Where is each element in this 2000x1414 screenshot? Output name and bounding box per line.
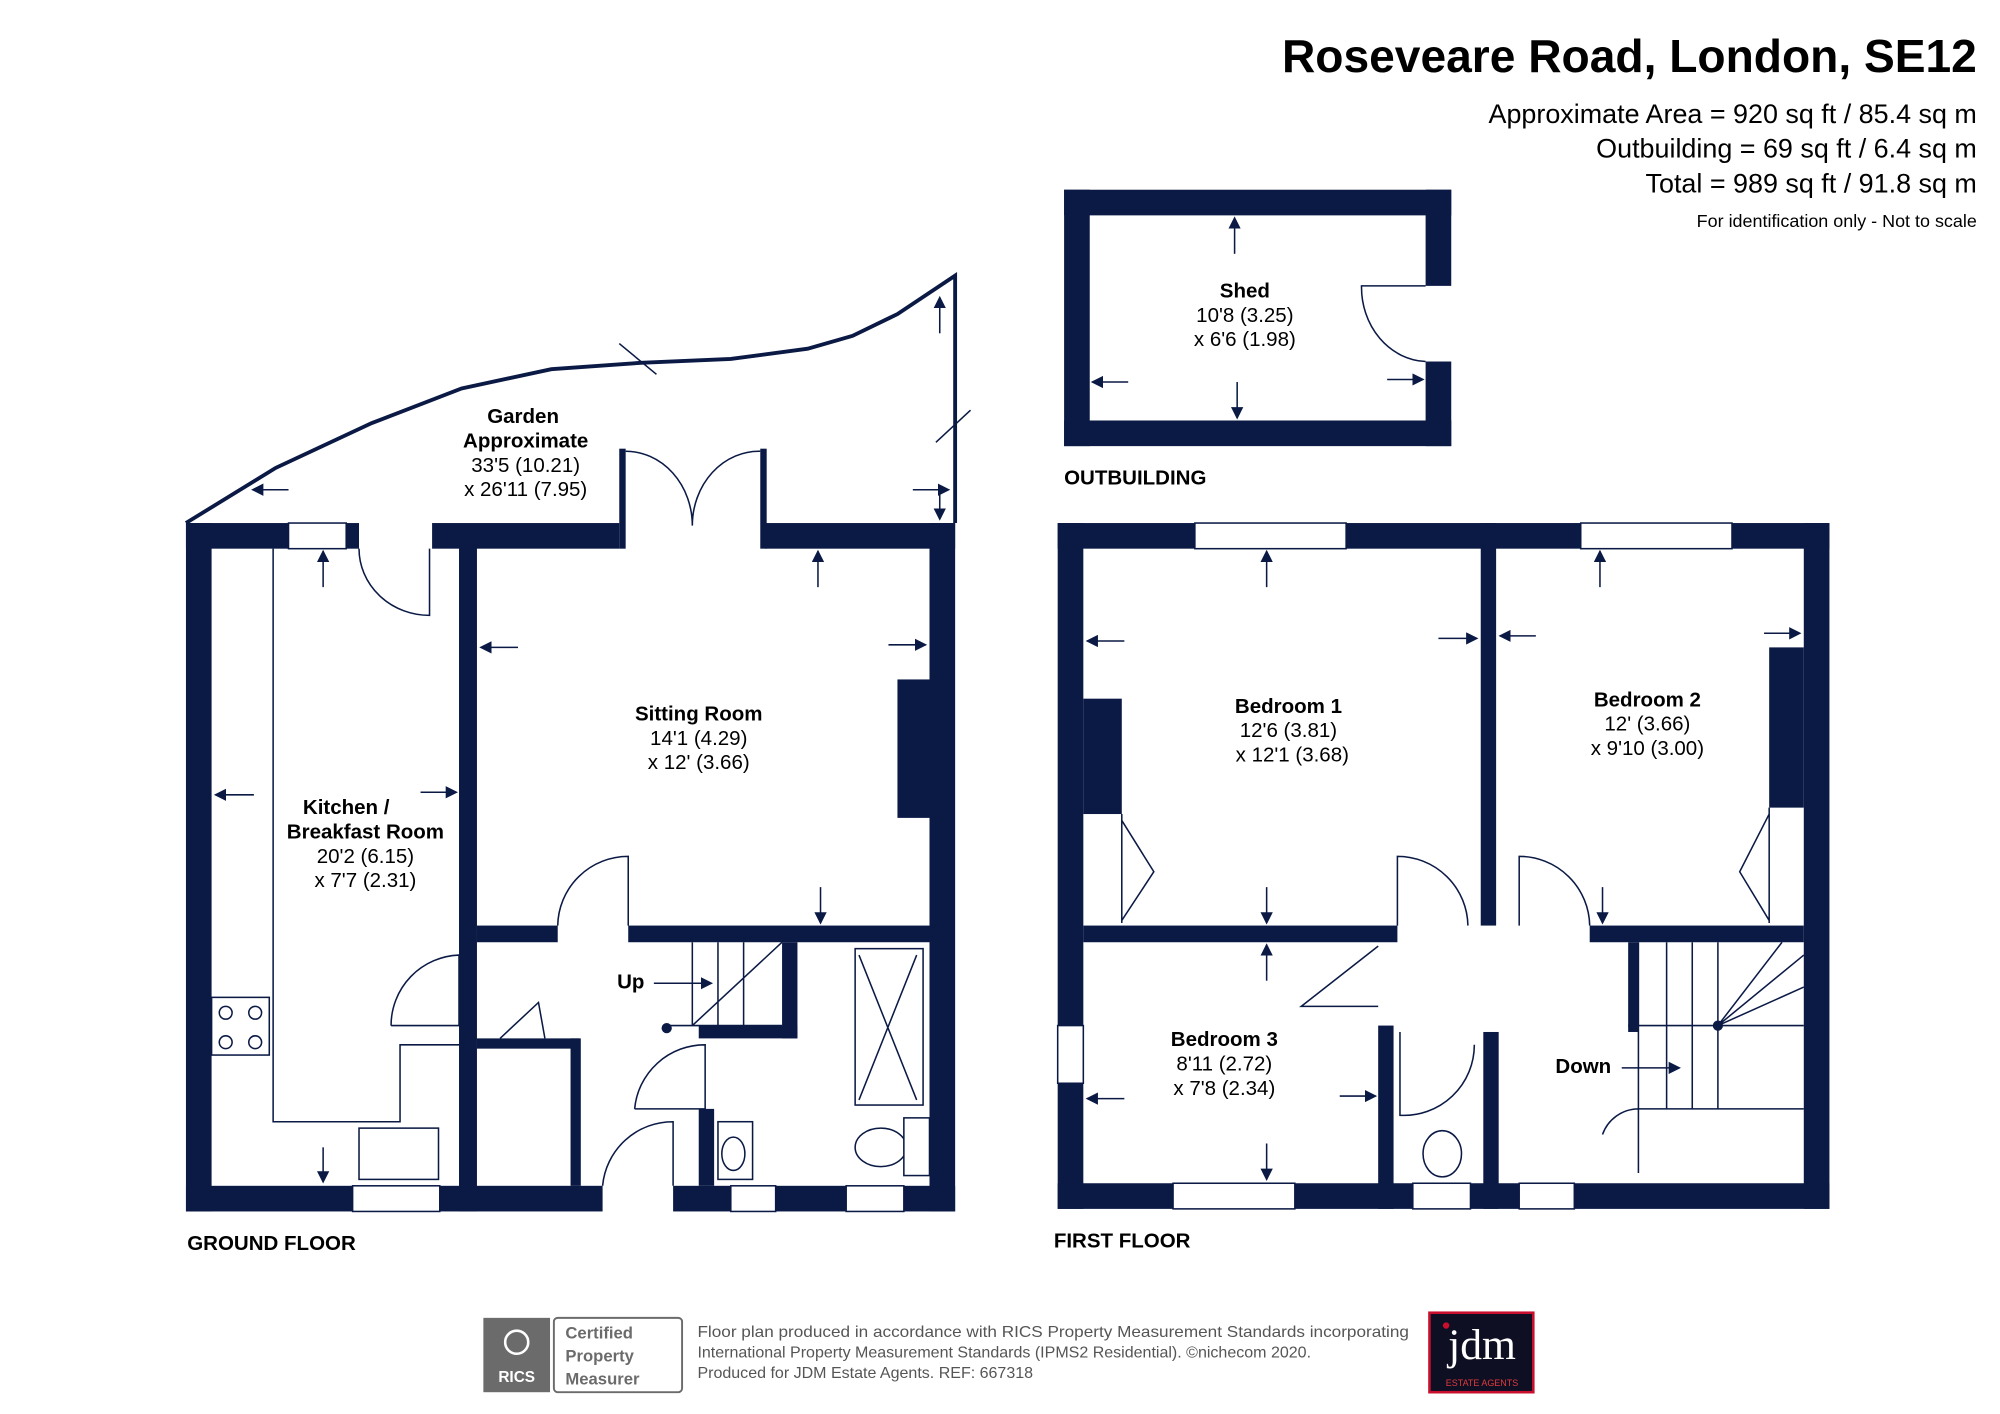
room-name: Sitting Room xyxy=(635,702,763,725)
room-label-bedroom-2: Bedroom 2 12' (3.66) x 9'10 (3.00) xyxy=(1591,688,1704,760)
room-dims: 12'6 (3.81) xyxy=(1240,719,1337,742)
disclaimer: For identification only - Not to scale xyxy=(1697,211,1977,231)
room-name: Breakfast Room xyxy=(287,820,444,843)
room-name: Shed xyxy=(1220,279,1270,302)
room-name: Kitchen / xyxy=(303,796,390,819)
room-dims: 14'1 (4.29) xyxy=(650,727,747,750)
room-dims: x 7'8 (2.34) xyxy=(1173,1077,1275,1100)
room-name: Bedroom 3 xyxy=(1171,1028,1278,1051)
svg-text:Measurer: Measurer xyxy=(565,1370,640,1389)
footer-line-1: Floor plan produced in accordance with R… xyxy=(697,1323,1408,1341)
first-floor-plan xyxy=(1056,522,1830,1210)
stairs-up-label: Up xyxy=(617,970,644,993)
area-approximate: Approximate Area = 920 sq ft / 85.4 sq m xyxy=(1489,99,1977,129)
room-label-kitchen: Kitchen / Breakfast Room 20'2 (6.15) x 7… xyxy=(287,796,444,892)
room-dims: 10'8 (3.25) xyxy=(1196,304,1293,327)
room-dims: 8'11 (2.72) xyxy=(1176,1052,1272,1075)
svg-text:Property: Property xyxy=(565,1346,634,1365)
room-dims: 33'5 (10.21) xyxy=(471,454,580,477)
room-dims: x 7'7 (2.31) xyxy=(314,869,416,892)
footer-line-2: International Property Measurement Stand… xyxy=(697,1344,1311,1362)
room-dims: x 12'1 (3.68) xyxy=(1236,743,1349,766)
area-outbuilding: Outbuilding = 69 sq ft / 6.4 sq m xyxy=(1596,134,1977,164)
room-label-bedroom-1: Bedroom 1 12'6 (3.81) x 12'1 (3.68) xyxy=(1235,695,1349,767)
room-name: Bedroom 1 xyxy=(1235,695,1342,718)
room-name: Garden xyxy=(487,405,559,428)
svg-text:jdm: jdm xyxy=(1446,1321,1516,1369)
ground-floor-plan xyxy=(184,272,972,1213)
room-label-shed: Shed 10'8 (3.25) x 6'6 (1.98) xyxy=(1194,279,1296,351)
svg-text:Certified: Certified xyxy=(565,1323,633,1342)
room-label-bedroom-3: Bedroom 3 8'11 (2.72) x 7'8 (2.34) xyxy=(1171,1028,1278,1100)
svg-text:ESTATE AGENTS: ESTATE AGENTS xyxy=(1446,1378,1518,1388)
room-dims: 12' (3.66) xyxy=(1604,713,1690,736)
property-title: Roseveare Road, London, SE12 xyxy=(1282,30,1977,82)
first-floor-label: FIRST FLOOR xyxy=(1054,1229,1191,1252)
svg-text:RICS: RICS xyxy=(498,1369,535,1386)
room-name: Approximate xyxy=(463,429,588,452)
jdm-logo: jdm ESTATE AGENTS xyxy=(1428,1311,1535,1394)
outbuilding-plan xyxy=(1064,189,1452,447)
room-dims: x 9'10 (3.00) xyxy=(1591,737,1704,760)
room-label-garden: Garden Approximate 33'5 (10.21) x 26'11 … xyxy=(463,405,588,501)
rics-logo: RICS Certified Property Measurer xyxy=(483,1316,684,1394)
stairs-down-label: Down xyxy=(1555,1055,1611,1078)
outbuilding-label: OUTBUILDING xyxy=(1064,467,1206,490)
room-dims: x 12' (3.66) xyxy=(648,751,750,774)
area-total: Total = 989 sq ft / 91.8 sq m xyxy=(1646,168,1977,198)
room-dims: x 26'11 (7.95) xyxy=(464,478,587,501)
room-name: Bedroom 2 xyxy=(1594,688,1701,711)
footer: RICS Certified Property Measurer Floor p… xyxy=(483,1311,1535,1394)
room-dims: 20'2 (6.15) xyxy=(317,845,414,868)
footer-line-3: Produced for JDM Estate Agents. REF: 667… xyxy=(697,1364,1033,1382)
ground-floor-label: GROUND FLOOR xyxy=(187,1232,356,1255)
room-dims: x 6'6 (1.98) xyxy=(1194,328,1296,351)
header: Roseveare Road, London, SE12 Approximate… xyxy=(1282,30,1977,231)
room-label-sitting-room: Sitting Room 14'1 (4.29) x 12' (3.66) xyxy=(635,702,763,774)
